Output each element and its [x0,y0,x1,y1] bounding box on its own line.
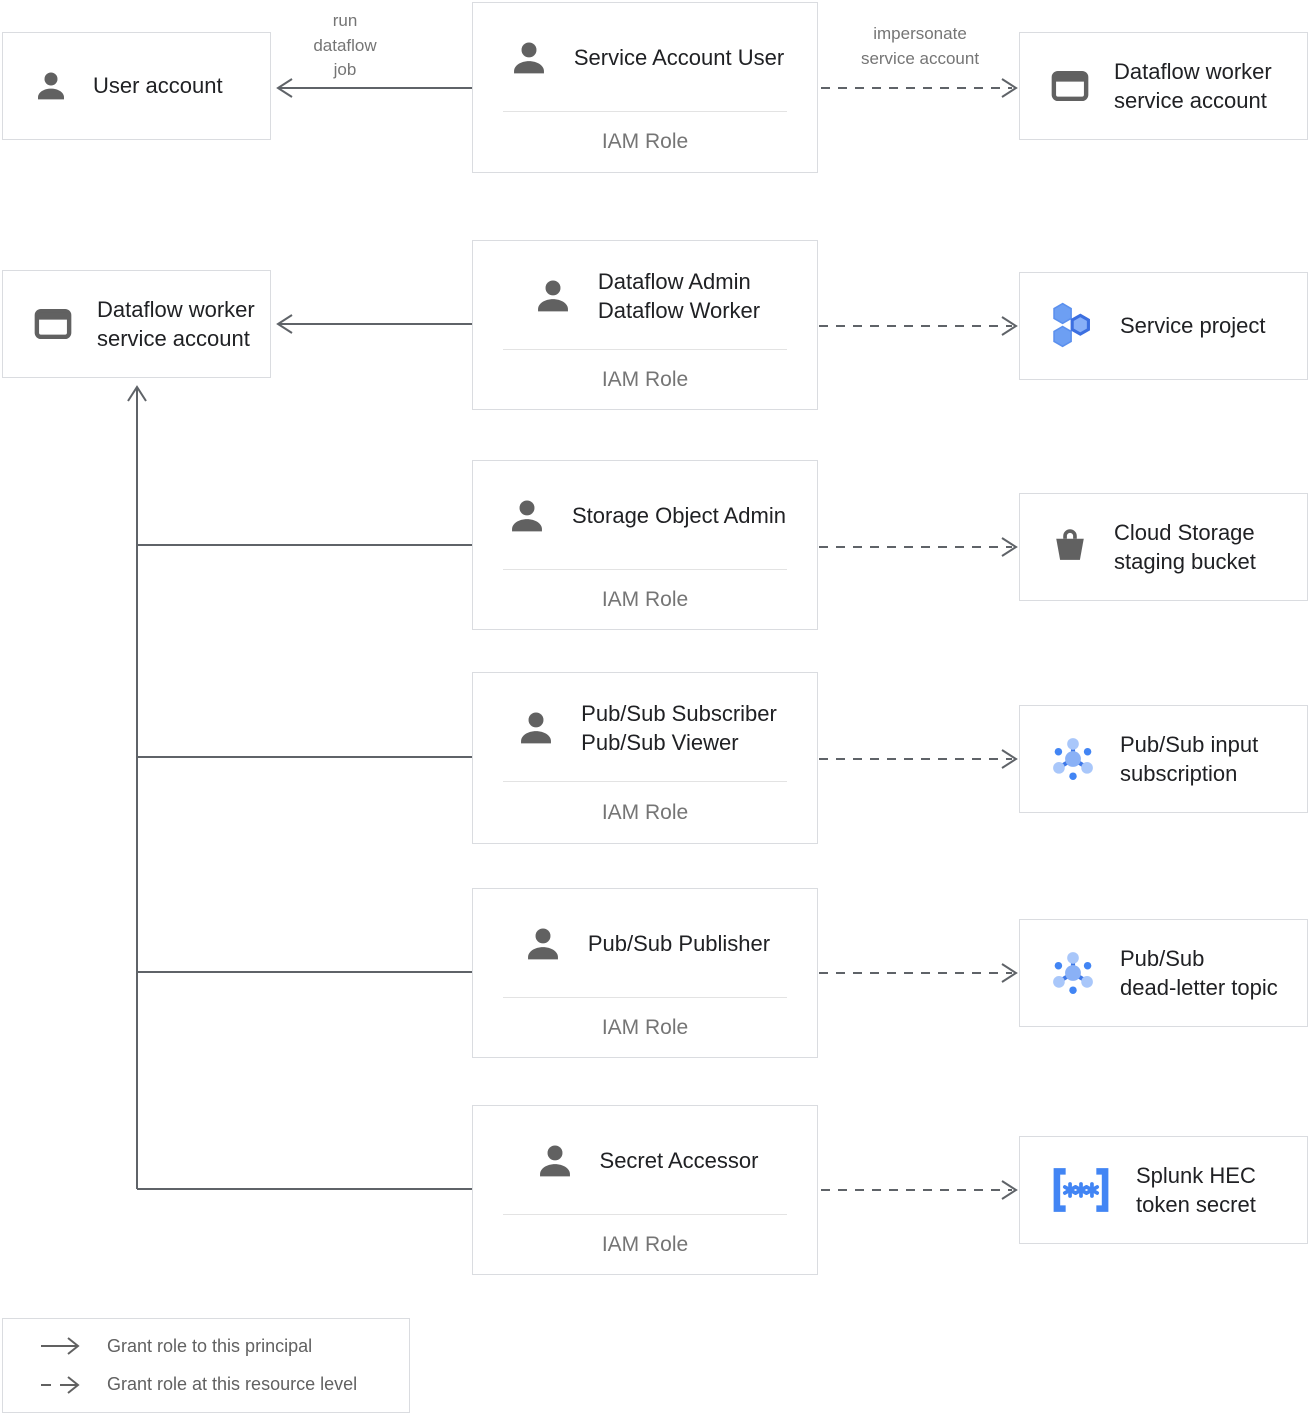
edge-label-line: dataflow [313,35,377,55]
resource-label-line: Cloud Storage [1114,519,1255,545]
iam-role-label: IAM Role [601,800,689,824]
legend-label: Grant role to this principal [107,1335,313,1356]
dashed-arrow-icon [39,1374,87,1396]
divider [503,349,787,350]
person-icon [31,66,71,106]
service-account-icon [31,302,75,346]
iam-role-label: IAM Role [601,367,689,391]
iam-role-label: IAM Role [601,587,689,611]
edge-label-run-dataflow-job: run dataflow job [286,9,404,83]
resource-storage-staging-bucket: Cloud Storage staging bucket [1019,493,1308,601]
storage-bucket-icon [1048,525,1092,569]
person-icon [532,1138,578,1184]
resource-splunk-hec-token-secret: Splunk HEC token secret [1019,1136,1308,1244]
role-title-line: Pub/Sub Publisher [587,931,771,957]
role-box-dataflow-admin-worker: Dataflow Admin Dataflow Worker IAM Role [472,240,818,410]
user-account-node: User account [2,32,271,140]
role-title-line: Dataflow Admin [597,268,751,294]
node-label-line: User account [93,73,223,99]
divider [503,569,787,570]
edge-label-impersonate: impersonate service account [830,22,1010,71]
role-title-line: Secret Accessor [599,1148,759,1174]
role-box-secret-accessor: Secret Accessor IAM Role [472,1105,818,1275]
resource-label-line: Dataflow worker [1114,58,1272,84]
role-box-storage-object-admin: Storage Object Admin IAM Role [472,460,818,630]
role-title-line: Dataflow Worker [597,298,761,323]
resource-label-line: staging bucket [1114,549,1256,574]
role-box-pubsub-subscriber-viewer: Pub/Sub Subscriber Pub/Sub Viewer IAM Ro… [472,672,818,844]
divider [503,1214,787,1215]
role-box-pubsub-publisher: Pub/Sub Publisher IAM Role [472,888,818,1058]
node-label-line: service account [97,326,250,351]
resource-pubsub-input-subscription: Pub/Sub input subscription [1019,705,1308,813]
iam-role-label: IAM Role [601,1015,689,1039]
legend-label: Grant role at this resource level [107,1374,358,1395]
person-icon [513,705,559,751]
person-icon [506,35,552,81]
node-label-line: Dataflow worker [97,296,255,322]
resource-label-line: Pub/Sub [1120,945,1205,971]
resource-service-project: Service project [1019,272,1308,380]
resource-label-line: Service project [1120,313,1266,339]
divider [503,111,787,112]
divider [503,997,787,998]
role-box-service-account-user: Service Account User IAM Role [472,2,818,173]
legend: Grant role to this principal Grant role … [2,1318,410,1413]
service-account-icon [1048,64,1092,108]
pubsub-icon [1048,948,1098,998]
legend-row-solid: Grant role to this principal [39,1335,409,1357]
person-icon [520,921,566,967]
role-title-line: Service Account User [573,45,785,71]
dataflow-worker-sa-node: Dataflow worker service account [2,270,271,378]
pubsub-icon [1048,734,1098,784]
edge-label-line: impersonate [873,24,967,43]
resource-label-line: dead-letter topic [1120,975,1278,1000]
person-icon [504,493,550,539]
role-title-line: Pub/Sub Subscriber [581,700,777,726]
resource-label-line: Pub/Sub input [1120,731,1259,757]
secret-icon [1048,1167,1114,1213]
edge-label-line: job [333,60,357,80]
edge-label-line: run [332,11,358,30]
iam-role-label: IAM Role [601,1232,689,1256]
resource-dataflow-worker-sa: Dataflow worker service account [1019,32,1308,140]
role-title-line: Storage Object Admin [571,503,786,529]
iam-role-label: IAM Role [601,130,689,153]
edge-label-line: service account [860,48,980,68]
project-icon [1048,301,1098,351]
legend-row-dashed: Grant role at this resource level [39,1374,409,1396]
resource-label-line: subscription [1120,761,1238,786]
solid-arrow-icon [39,1335,87,1357]
resource-label-line: token secret [1136,1192,1256,1217]
divider [503,781,787,782]
resource-pubsub-dead-letter-topic: Pub/Sub dead-letter topic [1019,919,1308,1027]
role-title-line: Pub/Sub Viewer [581,730,739,755]
resource-label-line: Splunk HEC [1136,1162,1256,1188]
person-icon [530,273,576,319]
resource-label-line: service account [1114,88,1267,113]
